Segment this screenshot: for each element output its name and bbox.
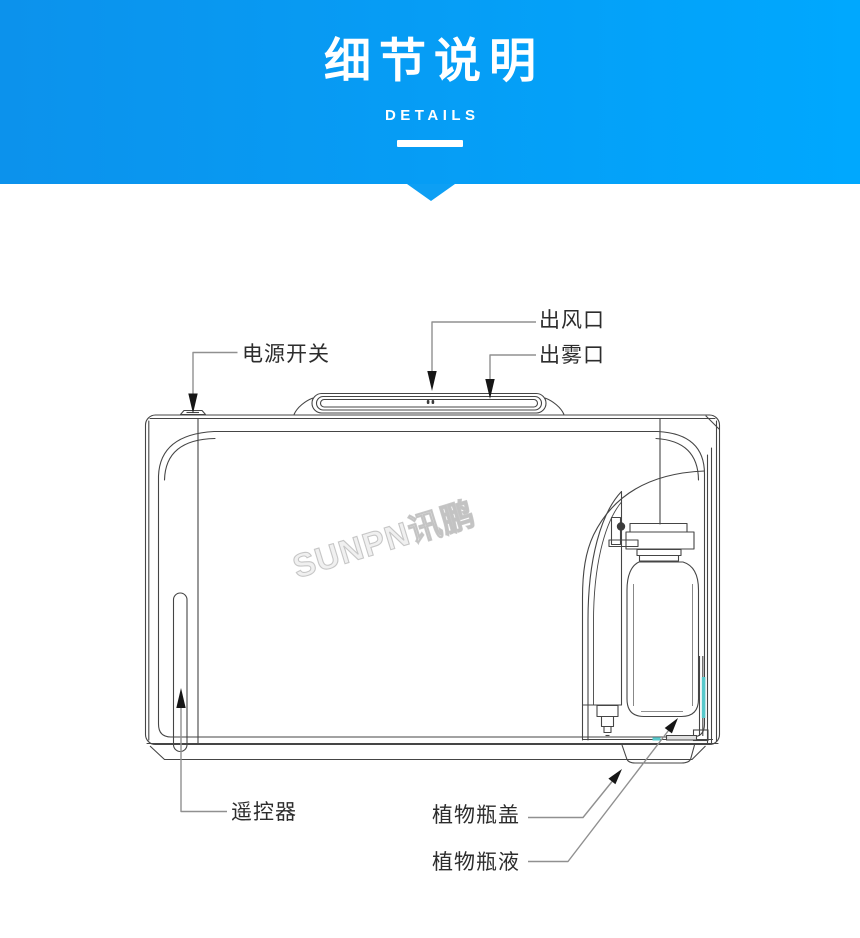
device-base <box>149 734 713 764</box>
label-remote-control: 遥控器 <box>231 801 297 824</box>
arrow-bottle-cap <box>608 769 622 785</box>
leader-bottle-cap <box>528 780 614 819</box>
banner-pointer-triangle <box>407 184 455 201</box>
liquid-level-indicator <box>692 656 709 742</box>
remote-slot <box>172 592 188 753</box>
plant-bottle <box>626 561 700 718</box>
page-subtitle: DETAILS <box>384 107 480 125</box>
page-title: 细节说明 <box>324 34 544 87</box>
arrow-mist-outlet <box>485 379 495 399</box>
label-plant-bottle-cap: 植物瓶盖 <box>432 804 520 827</box>
arrow-air-outlet <box>427 371 437 391</box>
device-body <box>144 414 721 746</box>
label-plant-bottle-liquid: 植物瓶液 <box>432 851 520 874</box>
title-underline <box>397 140 463 148</box>
label-mist-outlet: 出雾口 <box>539 344 605 367</box>
leader-power-switch <box>192 351 238 404</box>
mist-outlet-strip <box>293 392 565 415</box>
leader-lines <box>180 321 670 863</box>
bottle-compartment <box>581 417 713 744</box>
label-power-switch: 电源开关 <box>242 343 330 366</box>
arrow-remote-control <box>176 688 186 708</box>
atomizer-valve <box>596 704 619 737</box>
arrow-bottle-liquid <box>664 718 678 734</box>
label-air-outlet: 出风口 <box>539 309 605 332</box>
bottle-cap-bump <box>621 744 696 764</box>
leader-air-outlet <box>431 321 536 380</box>
bottle-cap-assembly <box>608 516 695 562</box>
leader-arrowheads <box>176 371 678 785</box>
leader-remote-control <box>180 706 227 813</box>
leader-bottle-liquid <box>528 730 670 863</box>
details-banner: 细节说明 DETAILS <box>0 0 860 184</box>
arrow-power-switch <box>188 393 198 414</box>
power-switch-knob <box>179 409 207 416</box>
leader-mist-outlet <box>489 354 536 388</box>
